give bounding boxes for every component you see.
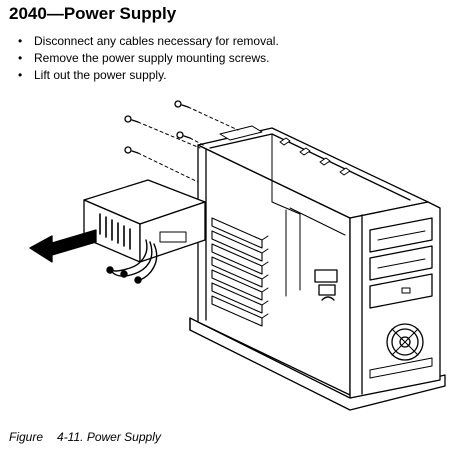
figure-caption: Figure 4-11. Power Supply: [9, 430, 161, 444]
screw-icon: [176, 131, 191, 139]
power-cables: [106, 239, 158, 284]
chassis-interior: [271, 133, 346, 297]
step-item: Lift out the power supply.: [18, 67, 279, 84]
chassis-top-rail: [197, 125, 429, 219]
step-item: Remove the power supply mounting screws.: [18, 50, 279, 67]
figure-caption-text: Power Supply: [86, 430, 161, 444]
figure-label: Figure: [9, 430, 44, 444]
screw-icon: [124, 146, 139, 154]
screw-icon: [124, 115, 139, 123]
screw-icon: [174, 100, 189, 108]
page-title: 2040—Power Supply: [9, 4, 177, 23]
figure-number: 4-11.: [57, 430, 84, 444]
mounting-screws: [124, 100, 239, 183]
step-item: Disconnect any cables necessary for remo…: [18, 33, 279, 50]
procedure-steps: Disconnect any cables necessary for remo…: [18, 33, 279, 84]
power-supply-unit: [83, 179, 206, 263]
removal-arrow-icon: [29, 229, 97, 263]
chassis-front-bezel: [349, 201, 441, 399]
power-supply-illustration: [29, 100, 446, 411]
